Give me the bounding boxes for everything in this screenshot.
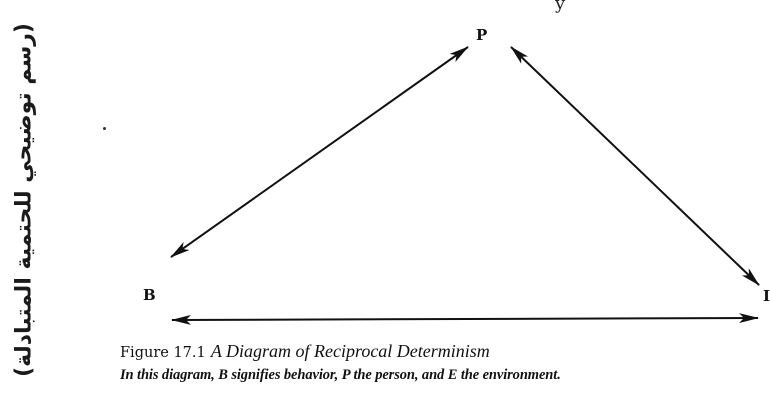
figure-title: A Diagram of Reciprocal Determinism <box>210 341 490 361</box>
arrow-person-environment <box>510 46 760 286</box>
arrow-behavior-environment <box>171 313 759 325</box>
figure-caption-heading: Figure 17.1 A Diagram of Reciprocal Dete… <box>120 340 760 364</box>
cropped-top-glyph: y <box>555 0 566 14</box>
node-behavior-label: B <box>143 286 156 304</box>
figure-description: In this diagram, B signifies behavior, P… <box>120 367 561 383</box>
node-environment-label: I <box>763 287 770 305</box>
figure-number: Figure 17.1 <box>120 345 206 361</box>
node-person-label: P <box>476 26 487 44</box>
figure-caption: Figure 17.1 A Diagram of Reciprocal Dete… <box>120 340 760 386</box>
stray-dot <box>103 127 106 130</box>
arrow-behavior-person <box>170 46 469 258</box>
